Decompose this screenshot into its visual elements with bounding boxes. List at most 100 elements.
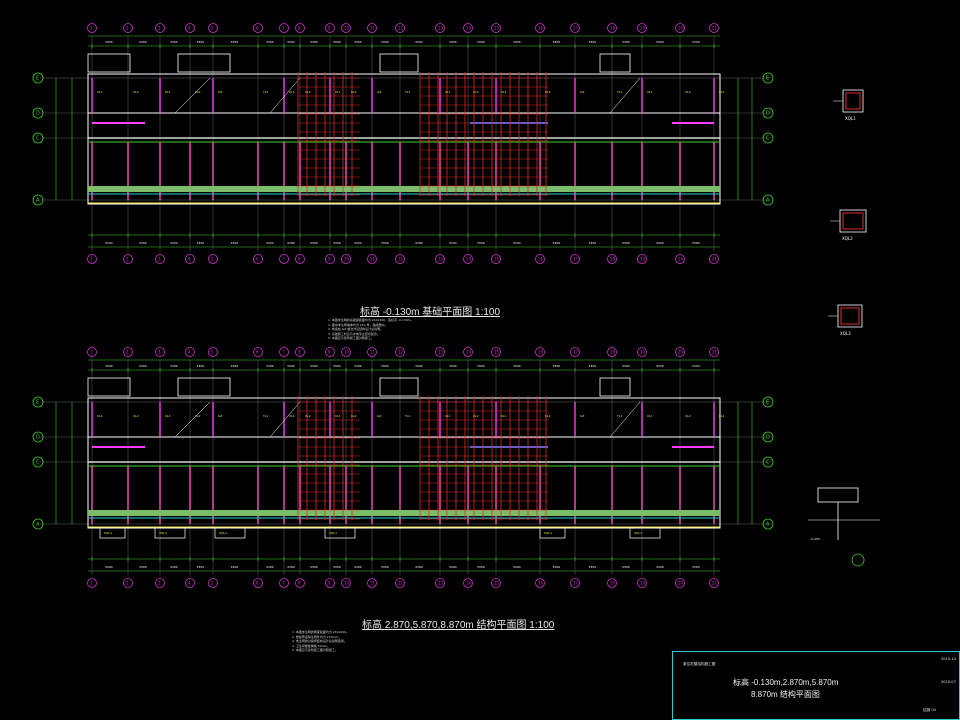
axis-number: 12 xyxy=(398,26,404,31)
axis-number: 9 xyxy=(328,257,331,262)
axis-letter: D xyxy=(766,111,770,117)
axis-bubble-bottom xyxy=(709,578,719,588)
axis-number: 17 xyxy=(573,581,579,586)
axis-bubble-bottom xyxy=(279,254,289,264)
axis-bubble-bottom xyxy=(570,578,580,588)
axis-bubble-top xyxy=(535,347,545,357)
dim-text: 3300 xyxy=(105,241,113,245)
dim-text: 3300 xyxy=(197,364,205,368)
plan1-title: 标高 -0.130m 基础平面图 1:100 xyxy=(360,307,501,318)
tb-date-2: 2010.07 xyxy=(941,680,956,684)
dim-text: 3300 xyxy=(477,40,485,44)
dim-text: 3300 xyxy=(656,40,664,44)
axis-number: 11 xyxy=(370,350,376,355)
axis-bubble-top xyxy=(155,23,165,33)
lintel xyxy=(214,527,246,539)
axis-bubble-top xyxy=(367,347,377,357)
axis-bubble-bottom xyxy=(185,578,195,588)
outer-wall xyxy=(87,73,721,205)
axis-number: 4 xyxy=(188,26,191,31)
axis-letter: D xyxy=(36,111,40,117)
dim-text: 3300 xyxy=(513,40,521,44)
axis-bubble-bottom xyxy=(367,578,377,588)
axis-bubble-top xyxy=(709,23,719,33)
member-tag: TL1 xyxy=(262,414,269,418)
dim-text: 3300 xyxy=(415,565,423,569)
plan1-note-3: 3. 构造柱 GZ 做法详见结构设计总说明。 xyxy=(328,327,384,331)
axis-bubble-top xyxy=(325,23,335,33)
axis-number: 7 xyxy=(282,257,285,262)
member-tag: XL2 xyxy=(685,414,691,418)
member-tag: KL1 xyxy=(719,90,725,94)
dim-text: 3300 xyxy=(622,364,630,368)
axis-bubble-right xyxy=(762,396,774,408)
axis-number: 16 xyxy=(538,581,544,586)
axis-bubble-top xyxy=(570,23,580,33)
plan1-note-5: 5. 本图应与建筑施工图对照施工。 xyxy=(328,336,374,340)
dim-text: 3300 xyxy=(449,241,457,245)
axis-number: 16 xyxy=(538,350,544,355)
lintel-tag: XQL1 xyxy=(329,531,337,535)
lintel xyxy=(539,527,566,539)
axis-bubble-left xyxy=(32,72,44,84)
plan2-note-5: 5. 本图应与建筑施工图对照施工。 xyxy=(292,648,338,652)
axis-letter: E xyxy=(36,76,39,82)
axis-bubble-top xyxy=(637,347,647,357)
dim-text: 3300 xyxy=(622,241,630,245)
axis-letter: C xyxy=(766,136,770,142)
axis-bubble-bottom xyxy=(535,578,545,588)
axis-number: 9 xyxy=(328,581,331,586)
axis-bubble-bottom xyxy=(367,254,377,264)
axis-letter: E xyxy=(766,76,769,82)
dim-text: 3300 xyxy=(589,241,597,245)
dim-text: 3300 xyxy=(692,40,700,44)
dim-text: 3300 xyxy=(415,40,423,44)
axis-number: 13 xyxy=(438,350,444,355)
detail-bubble xyxy=(851,553,865,567)
dim-text: 3300 xyxy=(287,40,295,44)
axis-bubble-bottom xyxy=(155,578,165,588)
dim-text: 3300 xyxy=(692,364,700,368)
diag xyxy=(269,77,301,114)
dim-text: 3300 xyxy=(553,364,561,368)
dim-text: 3300 xyxy=(692,565,700,569)
axis-number: 1 xyxy=(90,26,93,31)
band-green xyxy=(88,186,720,192)
dim-text: 3300 xyxy=(449,364,457,368)
dim-text: 3300 xyxy=(589,40,597,44)
member-tag: GZ xyxy=(377,90,381,94)
dim-text: 3300 xyxy=(553,40,561,44)
axis-bubble-top xyxy=(395,347,405,357)
axis-bubble-bottom xyxy=(570,254,580,264)
balcony xyxy=(177,377,231,397)
member-tag: XL2 xyxy=(133,414,139,418)
axis-bubble-top xyxy=(675,23,685,33)
axis-number: 5 xyxy=(211,350,214,355)
axis-number: 13 xyxy=(438,257,444,262)
member-tag: GZ xyxy=(580,90,584,94)
axis-bubble-top xyxy=(295,23,305,33)
axis-number: 21 xyxy=(712,581,718,586)
dim-text: 3300 xyxy=(513,364,521,368)
axis-bubble-top xyxy=(185,23,195,33)
axis-number: 1 xyxy=(90,581,93,586)
lintel xyxy=(99,527,126,539)
axis-number: 9 xyxy=(328,26,331,31)
axis-number: 17 xyxy=(573,257,579,262)
dim-text: 3300 xyxy=(477,241,485,245)
axis-bubble-right xyxy=(762,107,774,119)
dim-text: 3300 xyxy=(589,565,597,569)
axis-bubble-top xyxy=(123,23,133,33)
axis-number: 10 xyxy=(344,350,350,355)
dim-text: 3300 xyxy=(477,565,485,569)
lintel-tag: XQL1 xyxy=(159,531,167,535)
member-tag: GZ xyxy=(377,414,381,418)
axis-bubble-bottom xyxy=(675,254,685,264)
plan1-note-2: 2. 图中未注明墙体均为 240 厚，轴线居中。 xyxy=(328,322,388,327)
plan2-note-2: 2. 楼板厚度除注明外均为 100mm。 xyxy=(292,634,342,639)
axis-number: 3 xyxy=(158,581,161,586)
axis-number: 7 xyxy=(282,350,285,355)
axis-number: 15 xyxy=(494,350,500,355)
